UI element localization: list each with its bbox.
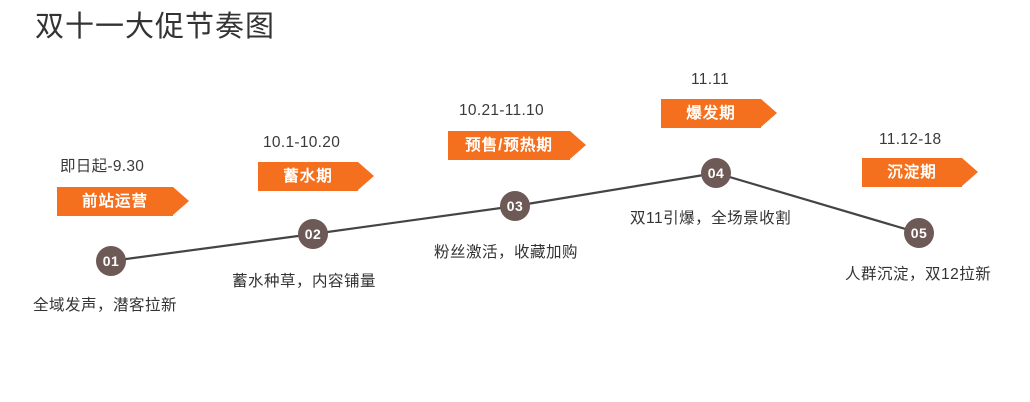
stage-04-description: 双11引爆，全场景收割 [630,210,792,227]
stage-02-description: 蓄水种草，内容铺量 [232,273,377,290]
stage-02-date-label: 10.1-10.20 [263,134,341,151]
stage-node-03[interactable]: 03 [500,191,530,221]
stage-02-phase-banner[interactable]: 蓄水期 [258,162,374,191]
page-title: 双十一大促节奏图 [35,11,276,43]
stage-03-phase-banner[interactable]: 预售/预热期 [448,131,586,160]
stage-node-01[interactable]: 01 [96,246,126,276]
stage-04-date-label: 11.11 [691,71,729,88]
stage-node-02[interactable]: 02 [298,219,328,249]
stage-03-date-label: 10.21-11.10 [459,102,544,119]
stage-node-05[interactable]: 05 [904,218,934,248]
stage-01-description: 全域发声，潜客拉新 [33,297,178,314]
stage-03-description: 粉丝激活，收藏加购 [434,244,579,261]
stage-05-phase-banner[interactable]: 沉淀期 [862,158,978,187]
stage-04-phase-banner[interactable]: 爆发期 [661,99,777,128]
stage-01-date-label: 即日起-9.30 [60,158,145,175]
stage-05-description: 人群沉淀，双12拉新 [845,266,992,283]
stage-node-04[interactable]: 04 [701,158,731,188]
stage-01-phase-banner[interactable]: 前站运营 [57,187,189,216]
stage-05-date-label: 11.12-18 [879,131,942,148]
